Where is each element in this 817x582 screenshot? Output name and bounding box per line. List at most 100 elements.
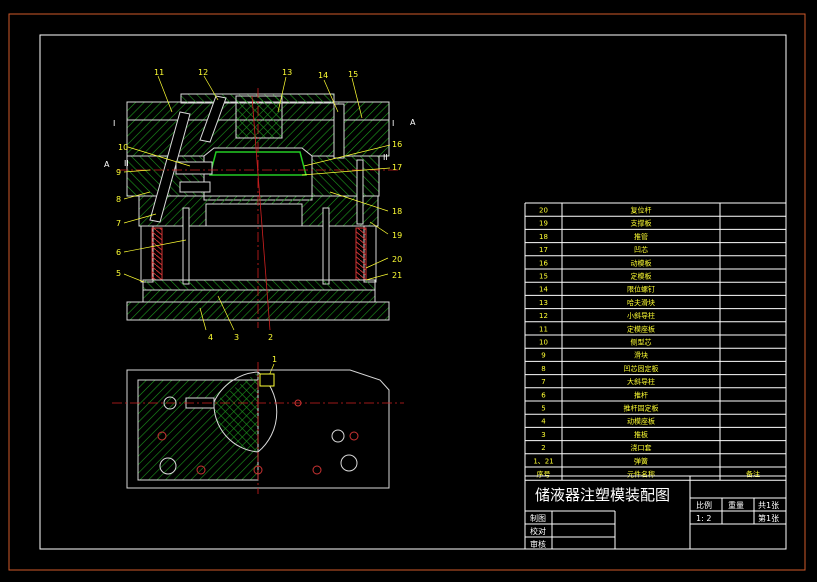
weight-label: 重量 [728,500,744,510]
leader-19: 19 [392,231,402,240]
part-name: 推杆固定板 [624,404,659,413]
leader-1: 1 [272,355,277,364]
section-mark-i-left: I [113,119,115,128]
drawing-title: 储液器注塑模装配图 [535,486,670,504]
section-mark-i-right: I [392,119,394,128]
leader-4: 4 [208,333,213,342]
part-name: 动模板 [631,258,652,267]
part-number: 6 [541,391,546,399]
part-name: 凹芯 [634,245,648,254]
part-number: 11 [539,325,548,333]
leader-6: 6 [116,248,121,257]
part-number: 8 [541,365,545,373]
title-block: 储液器注塑模装配图 比例 重量 共1张 1: 2 第1张 制图 校对 审核 [524,475,787,550]
ejector-pin-left [182,207,190,285]
plan-circle-cut [213,371,259,403]
part-number: 18 [539,233,548,241]
section-mark-a-right: A [410,118,416,127]
leader-14: 14 [318,71,328,80]
part-name: 定模板 [631,272,652,281]
spring-right [355,227,367,281]
part-name: 限位螺钉 [627,285,655,294]
outer-frame [8,13,806,571]
leader-7: 7 [116,219,121,228]
plan-hole-7 [331,429,345,443]
leader-5: 5 [116,269,121,278]
side-core [179,181,211,193]
large-angle-pin [149,111,191,223]
ejector-retainer-plate [142,279,376,291]
part-number: 19 [539,220,548,228]
plan-hole-9 [340,454,358,472]
leader-3: 3 [234,333,239,342]
front-section-view: A A I I II II [104,88,416,331]
part-name: 浇口套 [631,443,652,452]
plan-view [112,362,404,494]
part-number: 10 [539,339,548,347]
section-mark-ii-left: II [124,159,129,168]
part-name: 支撑板 [631,219,652,228]
part-name: 小斜导柱 [627,311,655,320]
gate-line [251,95,271,331]
part-number: 16 [539,259,548,267]
part-number: 3 [541,431,545,439]
leader-9: 9 [116,168,121,177]
part-name: 动模座板 [627,417,655,426]
spring-left [151,227,163,281]
plan-hole-4 [196,465,206,475]
plan-hole-3 [159,457,177,475]
leader-16: 16 [392,140,402,149]
leader-20: 20 [392,255,402,264]
header-name: 元件名称 [627,470,655,479]
part-name: 推板 [634,430,648,439]
part-number: 17 [539,246,548,254]
part-name: 侧型芯 [631,338,652,347]
plan-hole-2 [157,431,167,441]
leader-13: 13 [282,68,292,77]
part-name: 大斜导柱 [627,377,655,386]
scale-value: 1: 2 [696,514,711,523]
ejector-plate [142,289,376,303]
part-number: 2 [541,444,545,452]
part-name: 复位杆 [631,206,652,215]
header-note: 备注 [746,470,760,479]
section-mark-a-left: A [104,160,110,169]
leader-18: 18 [392,207,402,216]
leader-12: 12 [198,68,208,77]
part-number: 12 [539,312,548,320]
plan-hole-1 [163,396,177,410]
leader-annotations: 11 12 13 14 15 10 9 8 7 6 5 16 17 18 19 … [116,68,402,379]
drawn-label: 制图 [530,513,546,523]
part-number: 20 [539,207,548,215]
part-name: 定模座板 [627,324,655,333]
core-fixing-plate [205,203,303,227]
sheets-total: 共1张 [758,501,779,510]
part-number: 7 [541,378,545,386]
scale-label: 比例 [696,500,712,510]
part-name: 推杆 [634,390,648,399]
leader-2: 2 [268,333,273,342]
part-name: 凹芯固定板 [624,364,659,373]
part-name: 哈夫滑块 [627,298,655,307]
leader-15: 15 [348,70,358,79]
slide-block [175,161,213,175]
plan-gate-block [259,373,275,387]
plan-hole-6 [294,399,302,407]
plan-hole-8 [349,431,359,441]
part-number: 4 [541,418,546,426]
checked-label: 校对 [530,526,546,536]
part-name: 弹簧 [634,456,648,465]
leader-11: 11 [154,68,164,77]
part-number: 5 [541,405,545,413]
part-number: 13 [539,299,548,307]
plan-outline [126,369,390,489]
plan-hole-5 [253,465,263,475]
leader-10: 10 [118,143,128,152]
small-angle-pin [199,95,227,143]
part-number: 15 [539,273,548,281]
leader-21: 21 [392,271,402,280]
part-number: 1、21 [533,457,553,465]
return-pin-right [356,159,364,225]
header-no: 序号 [537,470,551,479]
